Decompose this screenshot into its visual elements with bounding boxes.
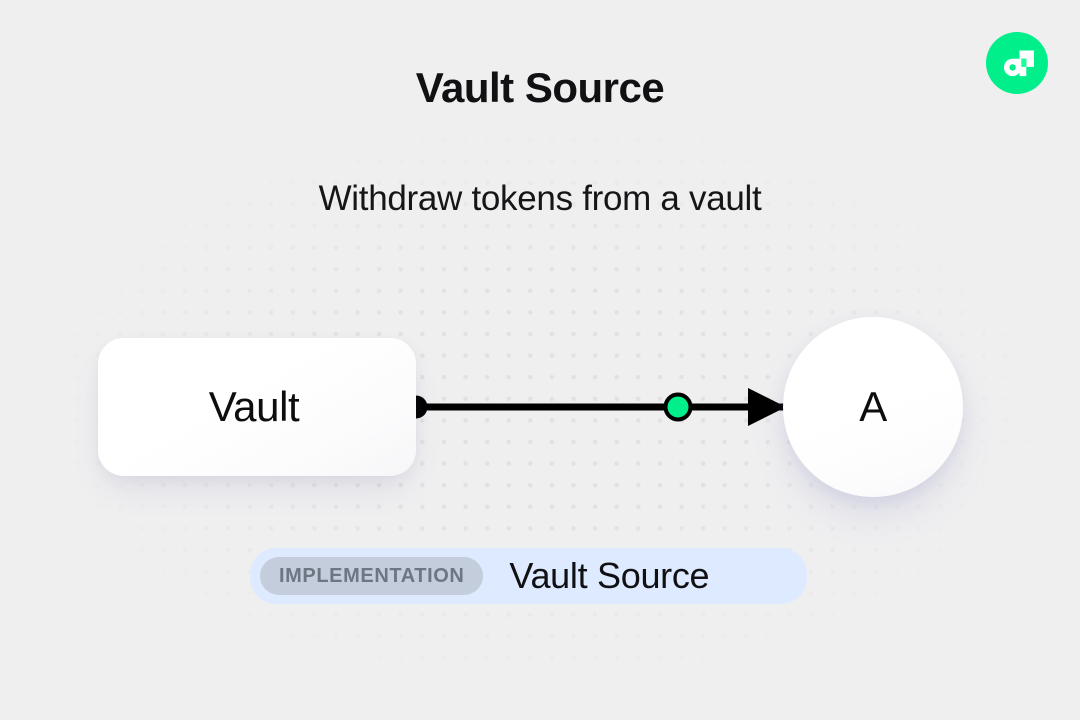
implementation-badge[interactable]: IMPLEMENTATION Vault Source [250,548,807,604]
implementation-badge-tag: IMPLEMENTATION [260,557,484,595]
node-vault[interactable]: Vault [98,338,416,476]
node-a[interactable]: A [783,317,963,497]
edge-midpoint-marker[interactable] [663,392,693,422]
page-subtitle: Withdraw tokens from a vault [318,179,762,218]
implementation-badge-value: Vault Source [509,555,710,596]
flow-logo[interactable] [986,32,1048,94]
node-a-label: A [859,383,887,430]
page-title: Vault Source [415,64,665,111]
node-vault-label: Vault [208,383,300,430]
